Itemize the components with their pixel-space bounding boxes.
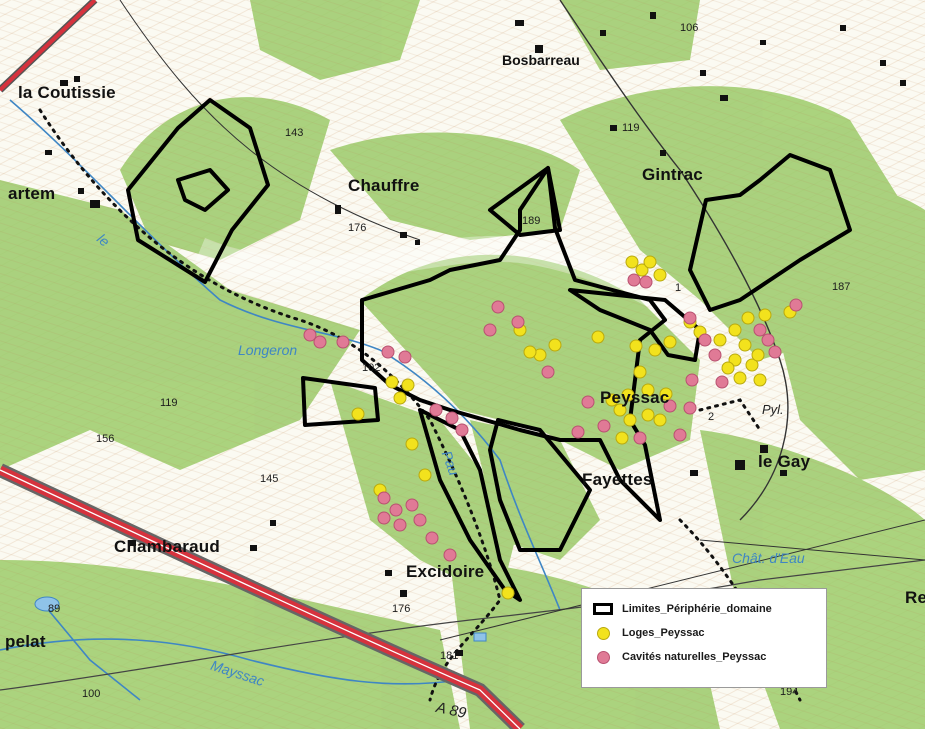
- boundary-sw-block: [301, 376, 380, 427]
- boundary-east-loop: [568, 288, 702, 362]
- legend-row-loges: Loges_Peyssac: [592, 621, 816, 645]
- buildings: [45, 12, 906, 656]
- boundary-swatch-icon: [592, 602, 614, 616]
- pink-dot-icon: [592, 650, 614, 664]
- alt-176-south: 176: [392, 603, 411, 615]
- place-la-coutissie: la Coutissie: [18, 83, 116, 102]
- cavites-markers: [303, 273, 803, 562]
- place-excidoire: Excidoire: [406, 562, 485, 581]
- legend-row-cavites: Cavités naturelles_Peyssac: [592, 645, 816, 669]
- place-fayettes: Fayettes: [582, 470, 653, 489]
- legend-label-cavites: Cavités naturelles_Peyssac: [622, 651, 767, 663]
- alt-119-north: 119: [622, 122, 640, 134]
- streams: [0, 99, 561, 701]
- water-chat-eau: Chât. d'Eau: [732, 550, 805, 566]
- boundary-gintrac: [688, 153, 852, 312]
- boundary-central: [360, 166, 667, 522]
- place-pelat: pelat: [5, 632, 46, 651]
- alt-189: 189: [522, 215, 541, 227]
- place-re: Re: [905, 588, 925, 607]
- pond: [34, 596, 60, 612]
- place-le-gay: le Gay: [758, 452, 811, 471]
- water-longeron: Longeron: [238, 342, 298, 358]
- legend-row-boundary: Limites_Périphérie_domaine: [592, 597, 816, 621]
- road-pyl: Pyl.: [762, 402, 784, 417]
- alt-194: 194: [780, 686, 799, 698]
- alt-1: 1: [675, 282, 682, 294]
- yellow-dot-icon: [592, 626, 614, 640]
- place-peyssac: Peyssac: [600, 388, 670, 407]
- alt-100: 100: [82, 688, 101, 700]
- boundary-pau: [418, 408, 522, 602]
- legend-label-loges: Loges_Peyssac: [622, 627, 705, 639]
- alt-181: 181: [440, 650, 459, 662]
- motorway-a89: [0, 463, 525, 729]
- boundary-north-spur: [488, 166, 562, 237]
- alt-119-west: 119: [160, 397, 178, 409]
- place-chambaraud: Chambaraud: [114, 537, 220, 556]
- place-artem: artem: [8, 184, 56, 203]
- place-bosbarreau: Bosbarreau: [502, 52, 580, 68]
- reservoir: [473, 632, 487, 642]
- boundary-fayettes: [488, 418, 592, 552]
- domain-boundaries: [126, 98, 852, 602]
- alt-176: 176: [348, 222, 367, 234]
- boundary-west-inner: [176, 168, 230, 212]
- alt-156: 156: [96, 433, 115, 445]
- loges-markers: [351, 255, 797, 600]
- valley-highlight: [195, 235, 706, 332]
- alt-89: 89: [48, 603, 61, 615]
- boundary-west: [126, 98, 270, 284]
- map-legend: Limites_Périphérie_domaine Loges_Peyssac…: [581, 588, 827, 688]
- place-chauffre: Chauffre: [348, 176, 420, 195]
- alt-102: 102: [362, 362, 381, 374]
- alt-143: 143: [285, 127, 304, 139]
- alt-2: 2: [708, 411, 715, 423]
- legend-label-boundary: Limites_Périphérie_domaine: [622, 603, 772, 615]
- alt-145: 145: [260, 473, 279, 485]
- alt-187: 187: [832, 281, 851, 293]
- railway-north: [0, 0, 98, 93]
- alt-106: 106: [680, 22, 699, 34]
- place-gintrac: Gintrac: [642, 165, 703, 184]
